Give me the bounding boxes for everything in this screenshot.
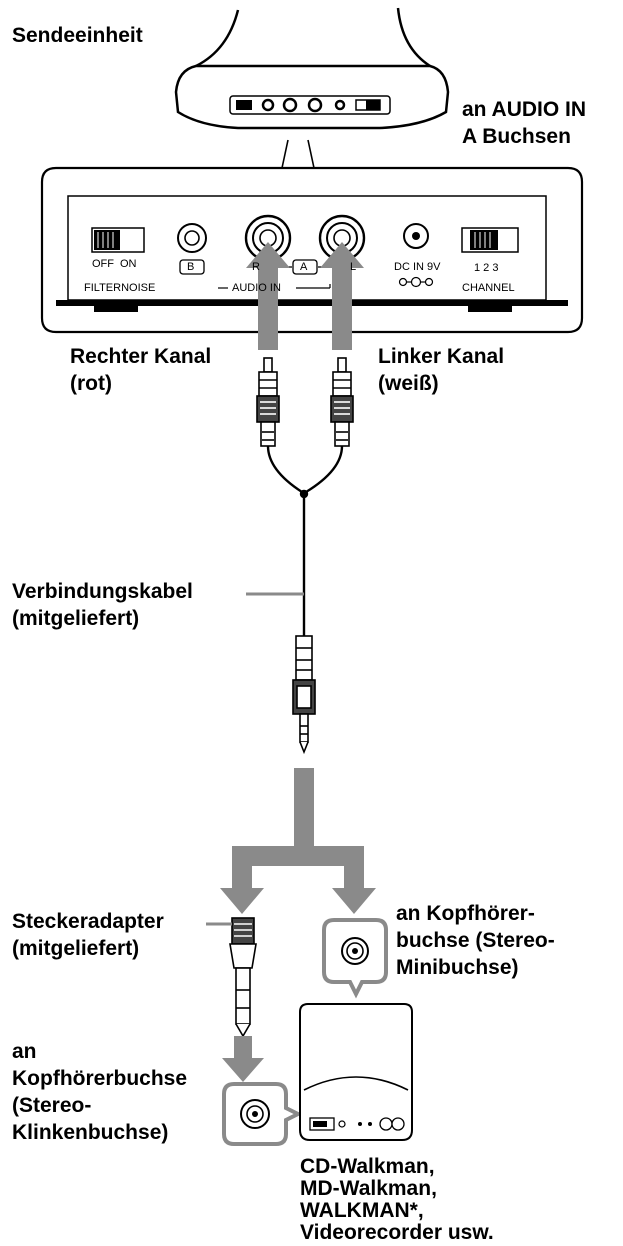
arrow-left-channel (320, 242, 364, 350)
label-right-channel-2: (rot) (70, 372, 112, 395)
panel-jack-l: L (350, 261, 357, 273)
label-devices-2: MD-Walkman, (300, 1177, 437, 1200)
label-devices-4: Videorecorder usw. (300, 1221, 494, 1244)
panel-switch-on: ON (120, 258, 137, 270)
transmitter-arm-right (396, 7, 431, 68)
stereo-jack-bubble (222, 1082, 303, 1146)
label-transmitter: Sendeeinheit (12, 24, 143, 47)
label-headphone-mini-1: an Kopfhörer- (396, 902, 535, 925)
label-cable-1: Verbindungskabel (12, 580, 193, 603)
panel-channel-numbers: 1 2 3 (474, 262, 499, 274)
label-audio-in-2: A Buchsen (462, 125, 571, 148)
rca-plug-white (330, 357, 354, 447)
arrows-into-jacks (246, 242, 364, 350)
connection-cable (246, 445, 344, 636)
branch-arrow (220, 768, 376, 914)
label-right-channel-1: Rechter Kanal (70, 345, 212, 368)
panel-jack-a: A (300, 261, 308, 273)
label-devices-3: WALKMAN*, (300, 1199, 424, 1222)
label-adapter-1: Steckeradapter (12, 910, 164, 933)
label-headphone-mini-2: buchse (Stereo- (396, 929, 555, 952)
label-headphone-jack-2: Kopfhörerbuchse (12, 1067, 188, 1090)
panel-jack-b: B (187, 261, 195, 273)
transmitter-unit (174, 7, 450, 130)
mini-jack-bubble (322, 918, 388, 999)
panel-dc-in: DC IN 9V (394, 261, 441, 273)
label-headphone-mini-3: Minibuchse) (396, 956, 519, 979)
stereo-adapter (229, 917, 257, 1038)
label-left-channel-2: (weiß) (378, 372, 439, 395)
label-headphone-jack-1: an (12, 1040, 37, 1063)
arrow-to-headphone-jack (222, 1036, 264, 1082)
transmitter-port-strip (229, 95, 391, 115)
panel-magnified (40, 166, 584, 334)
label-adapter-2: (mitgeliefert) (12, 937, 140, 960)
panel-switch-off: OFF (92, 258, 114, 270)
panel-channel-label: CHANNEL (462, 282, 515, 294)
label-cable-2: (mitgeliefert) (12, 607, 140, 630)
label-audio-in-1: an AUDIO IN (462, 98, 587, 121)
transmitter-arm-left (195, 9, 240, 68)
walkman-device (299, 1003, 413, 1141)
panel-filter-label: FILTERNOISE (84, 282, 156, 294)
panel-jack-r: R (252, 261, 260, 273)
rca-plug-red (256, 357, 280, 447)
mini-plug (292, 635, 316, 755)
panel-audio-in: AUDIO IN (232, 282, 281, 294)
label-headphone-jack-3: (Stereo- (12, 1094, 92, 1117)
arrow-right-channel (246, 242, 290, 350)
label-left-channel-1: Linker Kanal (378, 345, 505, 368)
zoom-callout (281, 139, 315, 169)
transmitter-body (174, 64, 450, 130)
label-devices-1: CD-Walkman, (300, 1155, 435, 1178)
label-headphone-jack-4: Klinkenbuchse) (12, 1121, 169, 1144)
